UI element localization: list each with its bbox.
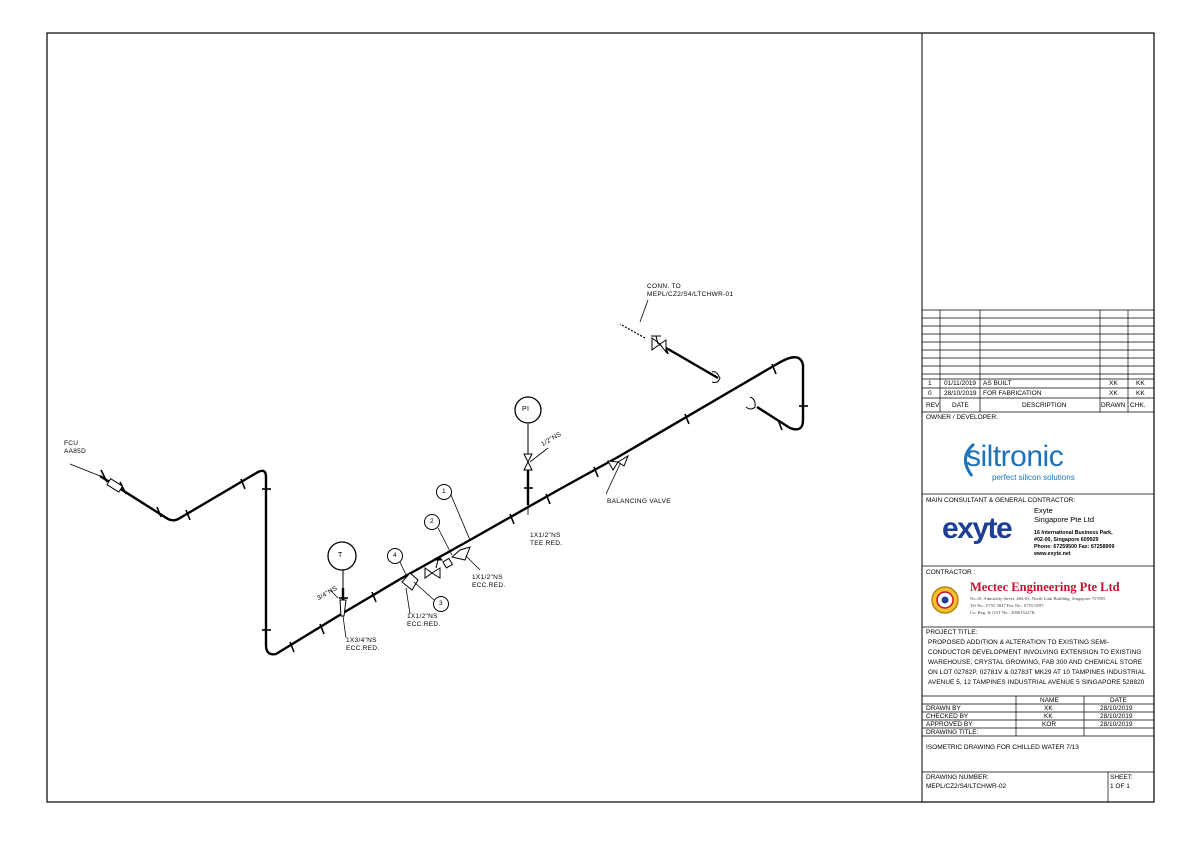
sign-drawn-name: XK <box>1044 705 1053 712</box>
mectec-seal-icon <box>931 586 959 614</box>
sign-checked-role: CHECKED BY <box>926 713 969 720</box>
balancing-valve-label: BALANCING VALVE <box>607 498 671 505</box>
sign-drawn-date: 28/10/2019 <box>1100 705 1133 712</box>
connection-dashed-line <box>619 323 646 339</box>
siltronic-tagline: perfect silicon solutions <box>992 473 1075 482</box>
siltronic-logo-text: siltronic <box>966 440 1064 473</box>
reducer-symbols <box>339 546 471 617</box>
rev-row-1-desc: AS BUILT <box>983 380 1012 387</box>
balloon-2-label: 2 <box>430 518 434 525</box>
exyte-address-1: 16 International Business Park, <box>1034 530 1113 536</box>
drawing-title-label: DRAWING TITLE: <box>926 729 979 736</box>
rev-header-drawn: DRAWN <box>1101 402 1126 409</box>
t-label: T <box>338 552 343 559</box>
sign-checked-date: 28/10/2019 <box>1100 713 1133 720</box>
mectec-address-2: Tel No.: 6755 5847 Fax No.: 6755 0597 <box>970 603 1044 608</box>
t-gauge-circle <box>327 541 357 571</box>
siltronic-logo-swoosh <box>964 442 976 477</box>
rev-row-0-desc: FOR FABRICATION <box>983 390 1042 397</box>
rev-row-1-drawn: XK <box>1109 380 1118 387</box>
ecc-red-label-a-line1: 1X1/2"NS <box>472 574 503 581</box>
tee-red-label-line1: 1X1/2"NS <box>530 532 561 539</box>
contractor-label: CONTRACTOR : <box>926 569 976 576</box>
exyte-name-1: Exyte <box>1034 506 1053 515</box>
sheet-value: 1 OF 1 <box>1110 783 1130 790</box>
rev-row-0-drawn: XK <box>1109 390 1118 397</box>
fcu-label-line2: AA85D <box>64 448 87 455</box>
balloon-4-label: 4 <box>393 552 397 559</box>
tee-red-label-line2: TEE RED. <box>530 540 563 547</box>
rev-row-0-rev: 0 <box>928 390 932 397</box>
conn-to-label-line2: MEPL/CZ2/S4/LTCHWR-01 <box>647 291 734 298</box>
sign-approved-role: APPROVED BY <box>926 721 973 728</box>
sheet-label: SHEET: <box>1110 774 1133 781</box>
rev-row-0-chk: KK <box>1136 390 1145 397</box>
balancing-valve-symbol <box>607 454 630 471</box>
sign-header-date: DATE <box>1110 697 1127 704</box>
mectec-address-3: Co. Reg. & GST No.: 200615227K <box>970 610 1035 615</box>
ecc-red-label-a-line2: ECC.RED. <box>472 582 506 589</box>
sign-header-name: NAME <box>1040 697 1059 704</box>
fcu-label-line1: FCU <box>64 440 79 447</box>
exyte-address-3: Phone: 67259500 Fax: 67258909 <box>1034 544 1115 550</box>
rev-header-rev: REV <box>926 402 940 409</box>
ecc-red-label-c-line2: ECC.RED. <box>346 645 380 652</box>
pi-gauge-circle <box>514 396 542 424</box>
main-consultant-label: MAIN CONSULTANT & GENERAL CONTRACTOR: <box>926 497 1076 504</box>
pipe-break-marks <box>711 371 756 410</box>
sign-approved-date: 28/10/2019 <box>1100 721 1133 728</box>
fcu-flex-connector <box>106 478 124 493</box>
item-balloons <box>387 484 452 612</box>
project-title-text: PROPOSED ADDITION & ALTERATION TO EXISTI… <box>928 639 1146 686</box>
project-title-label: PROJECT TITLE: <box>926 629 978 636</box>
rev-header-chk: CHK. <box>1130 402 1146 409</box>
rev-header-date: DATE <box>952 402 969 409</box>
sheet-border <box>46 32 1155 803</box>
mectec-address-1: No.10, Admiralty Street, #04-63, North L… <box>970 596 1106 601</box>
balloon-1-label: 1 <box>442 488 446 495</box>
sign-approved-name: KOR <box>1042 721 1057 728</box>
owner-label: OWNER / DEVELOPER: <box>926 414 998 421</box>
drawing-number-text: MEPL/CZ2/S4/LTCHWR-02 <box>926 783 1007 790</box>
sign-checked-name: KK <box>1044 713 1053 720</box>
exyte-address-2: #02-00, Singapore 609929 <box>1034 537 1099 543</box>
rev-row-0-date: 28/10/2019 <box>944 390 977 397</box>
sign-drawn-role: DRAWN BY <box>926 705 961 712</box>
balloon-3-label: 3 <box>439 600 443 607</box>
connection-valve-symbol <box>651 335 667 354</box>
inline-valve-cluster <box>424 557 454 579</box>
exyte-name-2: Singapore Pte Ltd <box>1034 515 1095 524</box>
pipe-fittings <box>100 343 808 653</box>
rev-row-1-date: 01/11/2019 <box>944 380 977 387</box>
mectec-company-name: Mectec Engineering Pte Ltd <box>970 580 1120 594</box>
ecc-red-label-b-line1: 1X1/2"NS <box>407 613 438 620</box>
conn-to-label-line1: CONN. TO <box>647 283 681 290</box>
rev-row-1-rev: 1 <box>928 380 932 387</box>
ecc-red-label-b-line2: ECC.RED. <box>407 621 441 628</box>
drawing-number-label: DRAWING NUMBER: <box>926 774 989 781</box>
pi-label: PI <box>522 406 530 413</box>
exyte-logo: exyte <box>942 512 1013 545</box>
leader-lines <box>69 299 649 639</box>
exyte-address-4: www.exyte.net <box>1034 551 1071 557</box>
rev-row-1-chk: KK <box>1136 380 1145 387</box>
ecc-red-label-c-line1: 1X3/4"NS <box>346 637 377 644</box>
drawing-title-text: ISOMETRIC DRAWING FOR CHILLED WATER 7/13 <box>926 744 1079 751</box>
rev-header-desc: DESCRIPTION <box>1022 402 1067 409</box>
